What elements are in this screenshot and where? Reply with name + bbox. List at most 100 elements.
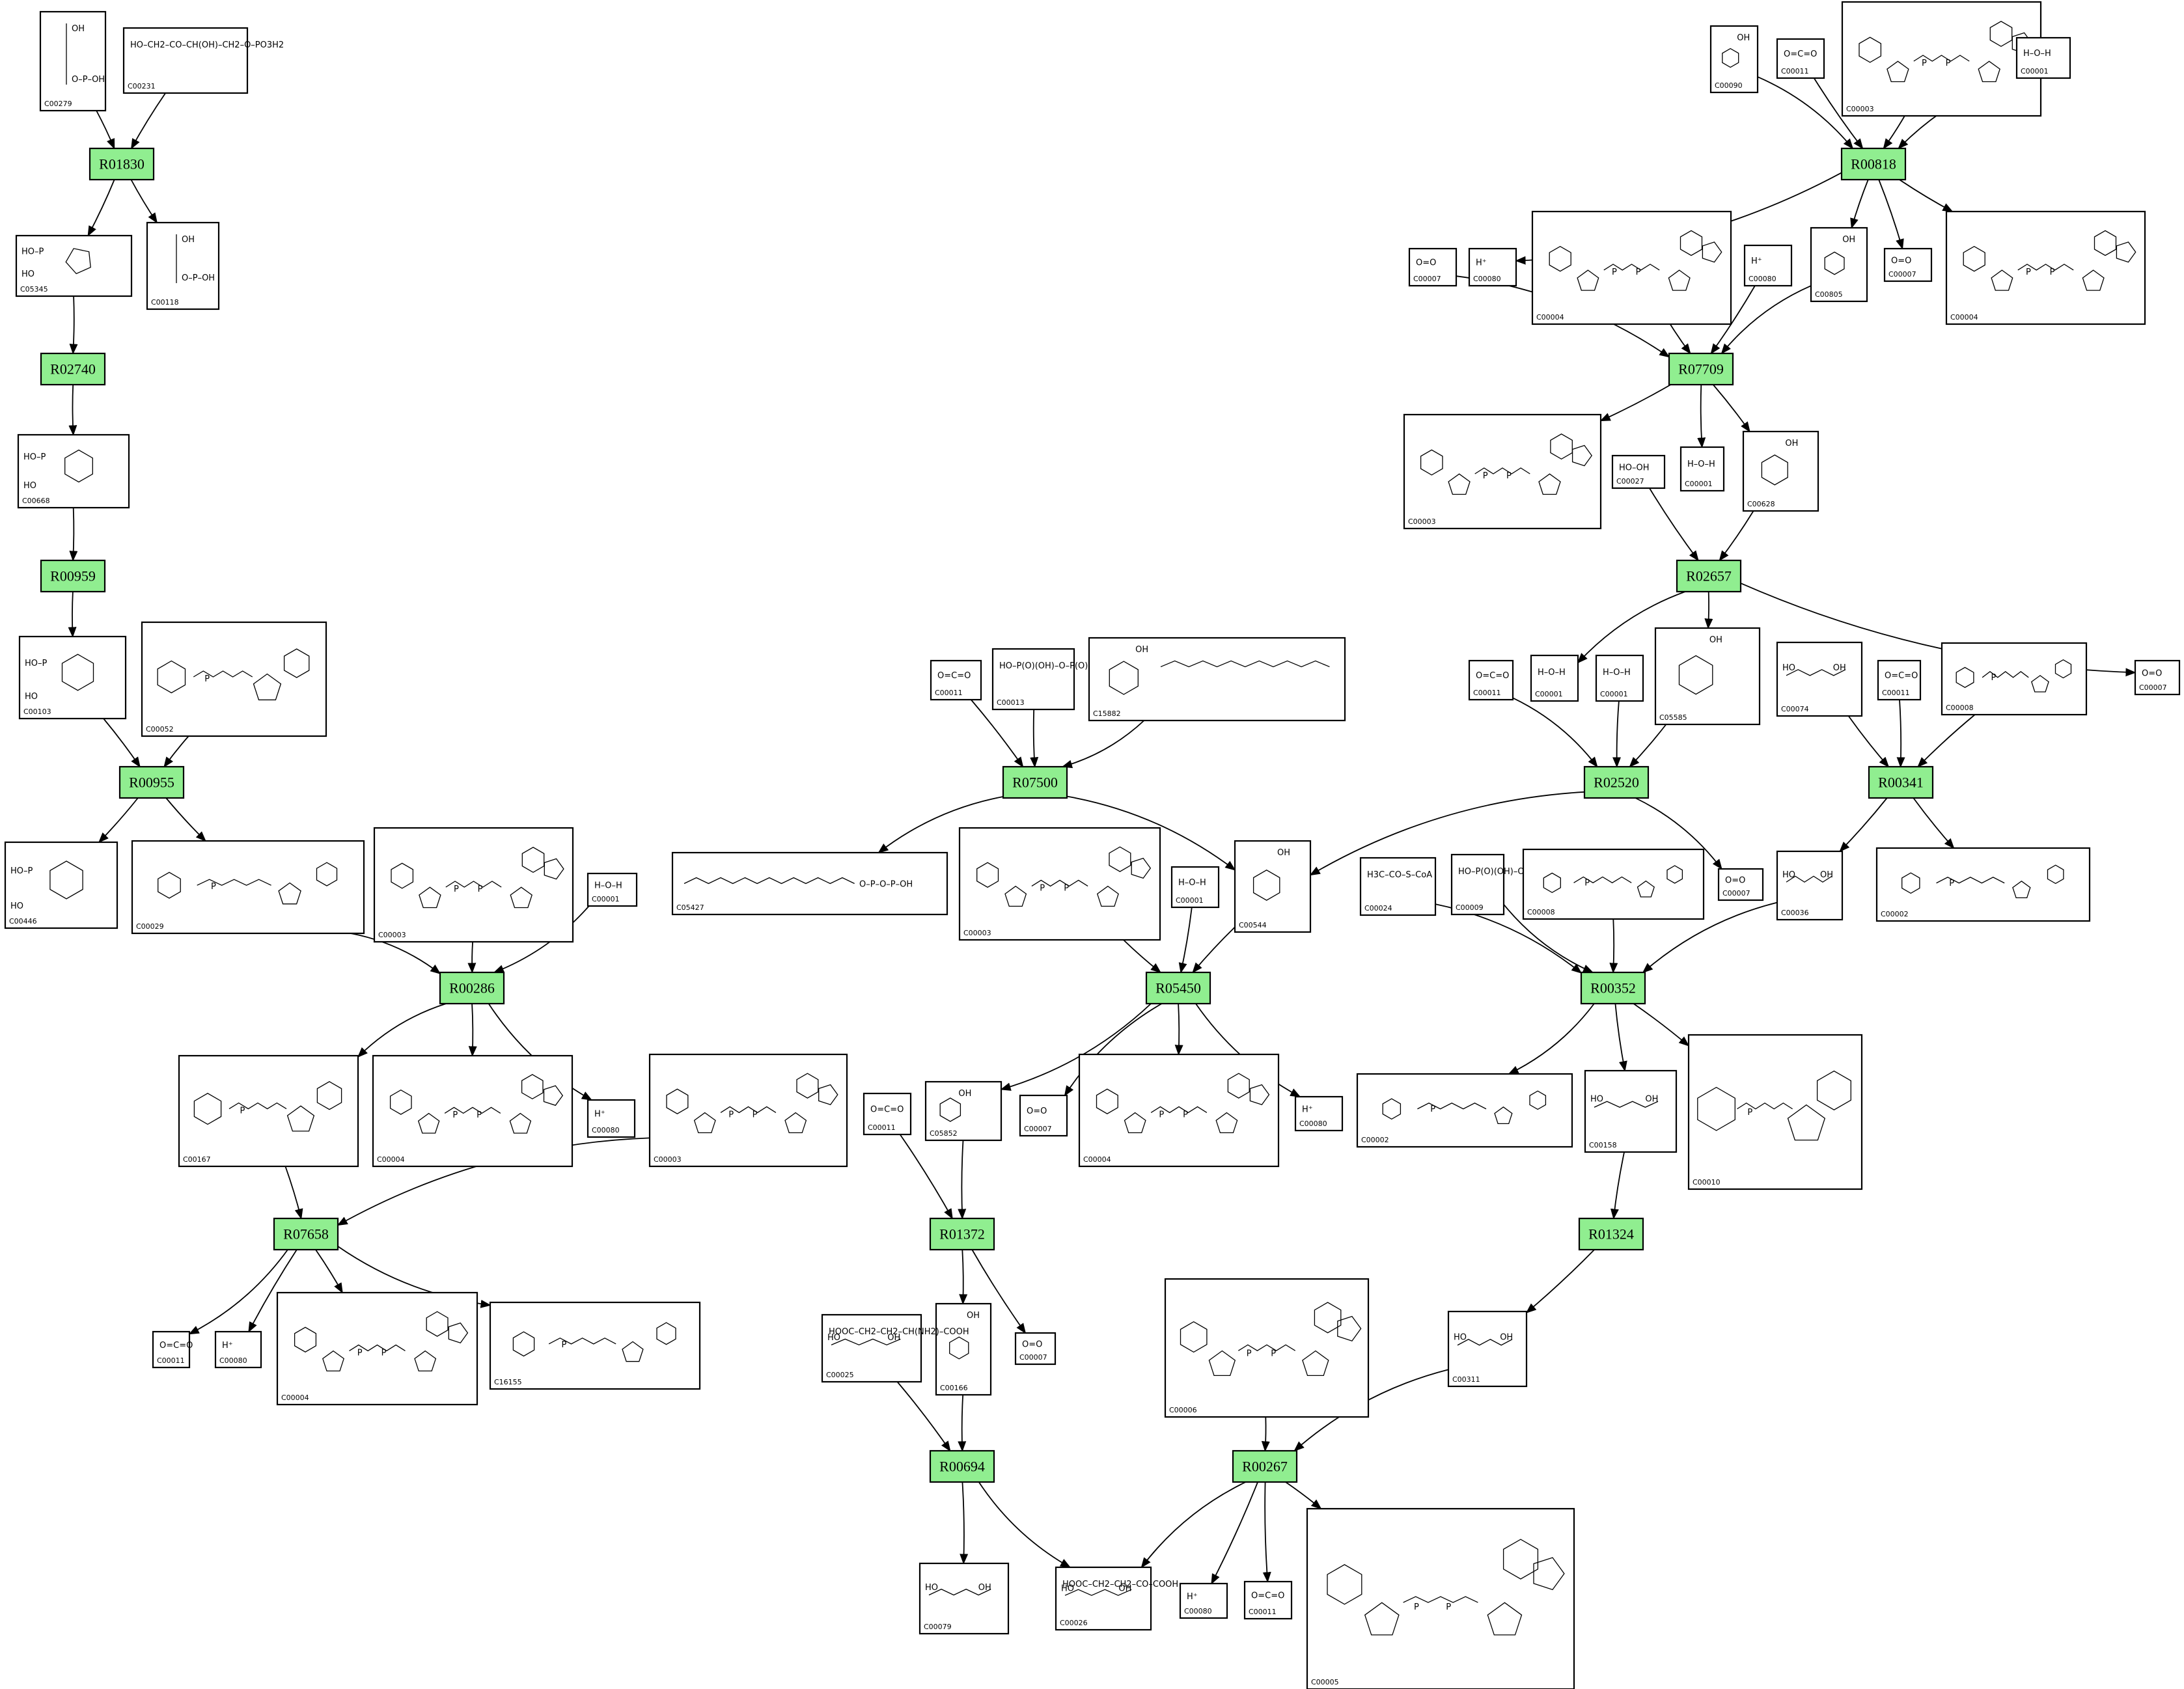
ring-bond	[1989, 21, 2013, 48]
compound-id-label: C00011	[1882, 689, 1910, 697]
phosphorus-atom: P	[1584, 879, 1590, 888]
reaction-r01830[interactable]: R01830	[89, 147, 155, 181]
reaction-r00959[interactable]: R00959	[40, 559, 106, 593]
reaction-r00955[interactable]: R00955	[118, 765, 185, 799]
reaction-r00694[interactable]: R00694	[929, 1449, 995, 1483]
reaction-r02520[interactable]: R02520	[1583, 765, 1650, 799]
reaction-r01372[interactable]: R01372	[929, 1217, 995, 1251]
compound-c00080[interactable]: H⁺C00080	[1179, 1582, 1228, 1619]
ring-bond	[512, 1331, 535, 1357]
compound-box	[1359, 857, 1437, 916]
reaction-r07709[interactable]: R07709	[1668, 352, 1734, 386]
reaction-r00352[interactable]: R00352	[1580, 971, 1646, 1005]
compound-c00080[interactable]: H⁺C00080	[587, 1099, 636, 1138]
hydroxyl-label: HO	[25, 692, 38, 702]
reaction-r02740[interactable]: R02740	[40, 352, 106, 386]
reaction-r00341[interactable]: R00341	[1868, 765, 1934, 799]
reaction-r00267[interactable]: R00267	[1232, 1449, 1298, 1483]
reaction-r05450[interactable]: R05450	[1145, 971, 1211, 1005]
ring-bond	[157, 660, 186, 694]
reaction-r01324[interactable]: R01324	[1578, 1217, 1644, 1251]
reaction-r02657[interactable]: R02657	[1676, 559, 1742, 593]
reaction-r00286[interactable]: R00286	[439, 971, 505, 1005]
compound-c00080[interactable]: H⁺C00080	[1294, 1095, 1344, 1132]
edge-c51-to-r13	[1719, 510, 1754, 562]
reaction-r07658[interactable]: R07658	[273, 1217, 339, 1251]
reaction-id-label: R00267	[1242, 1459, 1288, 1475]
compound-c00080[interactable]: H⁺C00080	[214, 1330, 262, 1369]
reaction-r07500[interactable]: R07500	[1002, 765, 1068, 799]
compound-c00080[interactable]: H⁺C00080	[1743, 244, 1793, 287]
phosphate-bridge-bond	[1474, 467, 1530, 474]
reaction-r00818[interactable]: R00818	[1840, 147, 1907, 181]
compound-c00080[interactable]: H⁺C00080	[1468, 247, 1517, 287]
